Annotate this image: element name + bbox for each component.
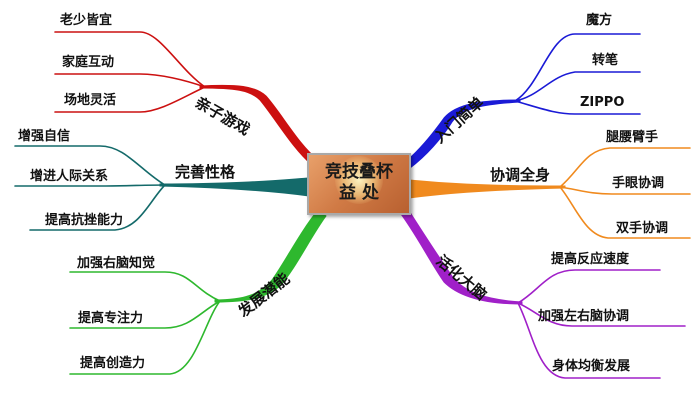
- leaf-lao-shao: 老少皆宜: [60, 13, 113, 28]
- leaf-fanying: 提高反应速度: [551, 252, 630, 267]
- leaf-mofang: 魔方: [586, 13, 613, 28]
- leaf-line-lao-shao: [54, 31, 206, 88]
- leaf-renji: 增进人际关系: [30, 169, 109, 184]
- leaf-junheng: 身体均衡发展: [552, 359, 631, 374]
- center-topic-text: 竞技叠杯 益 处: [307, 162, 411, 204]
- leaf-line-tuiyao: [559, 147, 691, 188]
- leaf-chuangzao: 提高创造力: [80, 356, 146, 371]
- leaf-line-kangcuo: [29, 184, 166, 231]
- leaf-line-zixin: [14, 145, 166, 186]
- branch-brain-connector: [397, 205, 523, 305]
- leaf-line-shuangshou: [559, 186, 691, 239]
- leaf-line-fanying: [517, 269, 661, 304]
- leaf-shuangshou: 双手协调: [616, 221, 669, 236]
- branch-parent-child-connector: [199, 84, 319, 166]
- leaf-line-junheng: [517, 302, 661, 379]
- leaf-zhuanzhu: 提高专注力: [78, 311, 144, 326]
- leaf-line-zuoyou: [517, 302, 686, 327]
- branch-label-coordination: 协调全身: [490, 166, 551, 184]
- center-line-1: 竞技叠杯: [325, 162, 393, 182]
- leaf-zixin: 增强自信: [18, 129, 71, 144]
- leaf-chang-di: 场地灵活: [64, 93, 117, 108]
- leaf-line-zhuanbi: [514, 71, 641, 102]
- leaf-line-jia-ting: [54, 73, 206, 88]
- leaf-tuiyao: 腿腰臂手: [606, 130, 659, 145]
- leaf-youna: 加强右脑知觉: [77, 256, 156, 271]
- leaf-jia-ting: 家庭互动: [62, 55, 115, 70]
- branch-label-personality: 完善性格: [175, 163, 236, 181]
- leaf-kangcuo: 提高抗挫能力: [45, 213, 124, 228]
- leaf-line-shouyan: [559, 186, 691, 195]
- branch-personality-connector: [159, 177, 310, 197]
- leaf-line-chang-di: [54, 86, 206, 113]
- leaf-line-chuangzao: [69, 300, 221, 375]
- leaf-line-mofang: [514, 33, 641, 102]
- leaf-line-zippo: [514, 100, 641, 115]
- branch-potential-connector: [214, 209, 327, 303]
- branch-easy-start-connector: [403, 99, 521, 169]
- leaf-line-renji: [14, 184, 166, 187]
- leaf-zuoyou: 加强左右脑协调: [538, 309, 630, 324]
- lightbulb-icon: [335, 156, 383, 204]
- leaf-line-youna: [69, 271, 221, 302]
- leaf-zippo: ZIPPO: [580, 95, 625, 110]
- center-line-2: 益 处: [339, 183, 379, 203]
- leaf-shouyan: 手眼协调: [612, 176, 665, 191]
- leaf-line-zhuanzhu: [69, 300, 221, 329]
- leaf-zhuanbi: 转笔: [592, 53, 619, 68]
